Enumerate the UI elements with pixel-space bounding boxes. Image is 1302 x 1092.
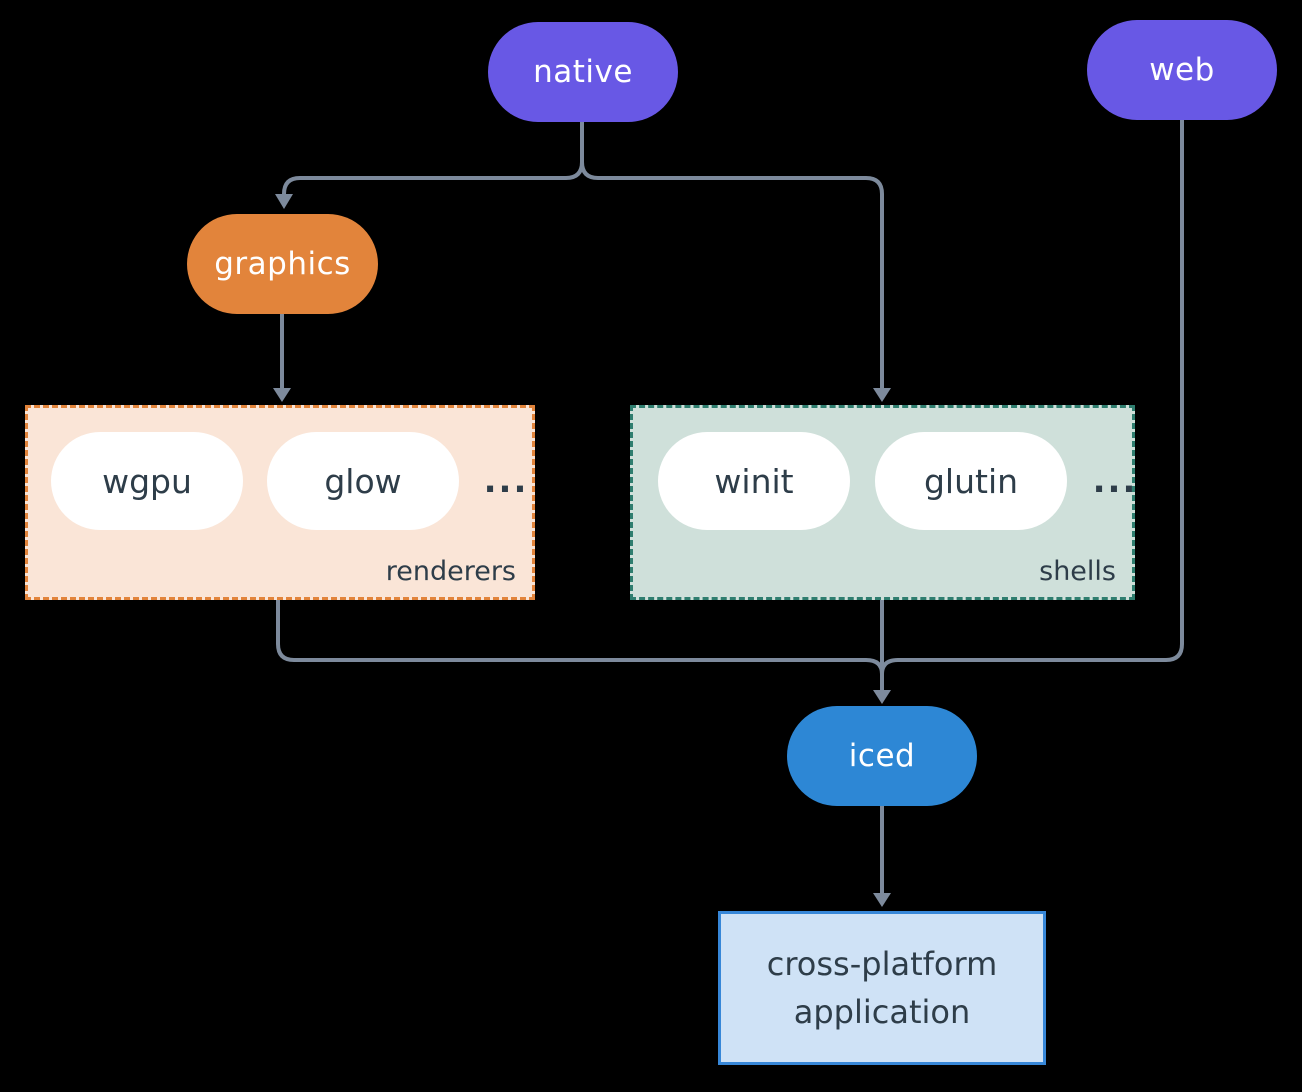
node-cross-platform-application: cross-platform application [718,911,1046,1065]
pill-wgpu: wgpu [51,432,243,530]
app-label-line1: cross-platform [766,945,998,983]
node-graphics: graphics [187,214,378,314]
node-web: web [1087,20,1277,120]
arrowhead-application [873,893,891,907]
pill-glutin-label: glutin [923,461,1019,501]
pill-glutin: glutin [875,432,1067,530]
connector-native-to-shells [580,122,891,402]
arrowhead-graphics [275,194,293,209]
app-label-line2: application [793,993,971,1031]
connector-shells-to-iced [873,600,891,704]
group-shells: winit glutin ... shells [630,405,1135,600]
node-web-label: web [1149,52,1215,88]
node-graphics-label: graphics [214,246,351,282]
pill-glow-label: glow [324,461,402,501]
shells-ellipsis: ... [1092,461,1138,501]
arrowhead-iced [873,690,891,704]
connector-renderers-to-iced [276,600,884,675]
pill-glow: glow [267,432,459,530]
group-shells-label: shells [1039,556,1116,587]
arrowhead-shells [873,388,891,402]
node-native: native [488,22,678,122]
connector-graphics-to-renderers [273,314,291,402]
node-iced: iced [787,706,977,806]
arrowhead-renderers [273,388,291,402]
renderers-ellipsis: ... [483,461,529,501]
connector-native-to-graphics [275,122,584,209]
node-native-label: native [533,54,633,90]
group-renderers-label: renderers [385,556,516,587]
pill-wgpu-label: wgpu [102,461,192,501]
pill-winit: winit [658,432,850,530]
pill-winit-label: winit [714,461,794,501]
node-iced-label: iced [848,738,916,774]
connector-iced-to-application [873,806,891,907]
group-renderers: wgpu glow ... renderers [25,405,535,600]
